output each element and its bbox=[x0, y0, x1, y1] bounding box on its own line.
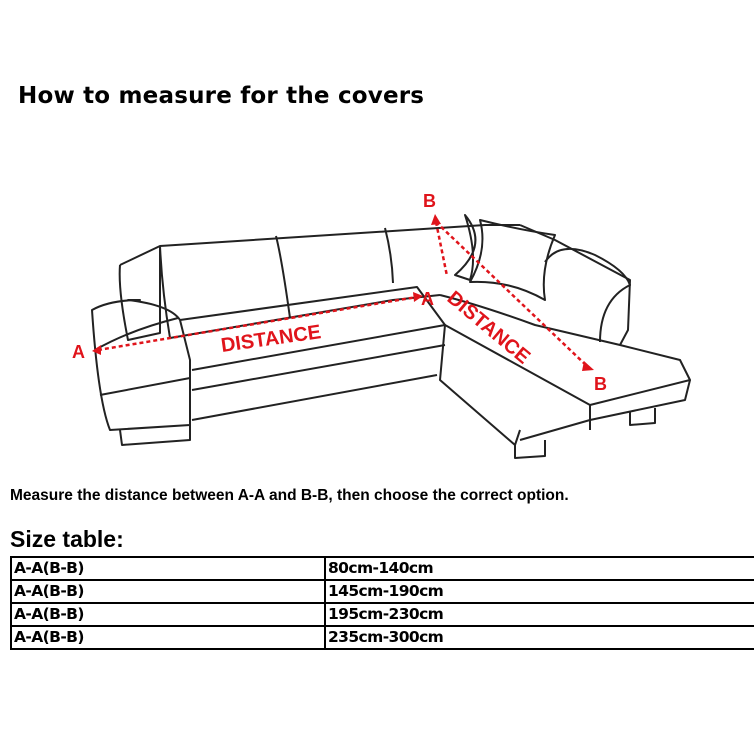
arrowhead-icon bbox=[431, 214, 441, 225]
instruction-text: Measure the distance between A-A and B-B… bbox=[10, 487, 569, 504]
table-row: A-A(B-B)80cm-140cm bbox=[10, 556, 754, 581]
table-row: A-A(B-B)195cm-230cm bbox=[10, 602, 754, 627]
table-row: A-A(B-B)145cm-190cm bbox=[10, 579, 754, 604]
sofa-illustration bbox=[91, 214, 691, 459]
label-b-bottom: B bbox=[594, 374, 607, 394]
sofa-measurement-diagram: A A B B DISTANCE DISTANCE bbox=[72, 191, 691, 459]
measure-cell: A-A(B-B) bbox=[10, 625, 326, 650]
range-cell: 145cm-190cm bbox=[324, 579, 754, 604]
arrowhead-icon bbox=[413, 292, 423, 302]
size-table-title: Size table: bbox=[10, 526, 124, 552]
measure-cell: A-A(B-B) bbox=[10, 602, 326, 627]
size-table: A-A(B-B)80cm-140cm A-A(B-B)145cm-190cm A… bbox=[10, 556, 754, 650]
measure-cell: A-A(B-B) bbox=[10, 579, 326, 604]
measure-cell: A-A(B-B) bbox=[10, 556, 326, 581]
distance-label-right: DISTANCE bbox=[443, 287, 534, 369]
distance-a-a-arrow bbox=[97, 295, 418, 352]
page-title: How to measure for the covers bbox=[18, 83, 425, 109]
table-row: A-A(B-B)235cm-300cm bbox=[10, 625, 754, 650]
label-a-right: A bbox=[421, 289, 434, 309]
arrowhead-icon bbox=[92, 345, 101, 355]
label-b-top: B bbox=[423, 191, 436, 211]
measurement-markers bbox=[92, 214, 594, 371]
range-cell: 80cm-140cm bbox=[324, 556, 754, 581]
range-cell: 235cm-300cm bbox=[324, 625, 754, 650]
arrowhead-icon bbox=[582, 361, 594, 371]
range-cell: 195cm-230cm bbox=[324, 602, 754, 627]
label-a-left: A bbox=[72, 342, 85, 362]
distance-b-b-arrow bbox=[435, 221, 589, 368]
